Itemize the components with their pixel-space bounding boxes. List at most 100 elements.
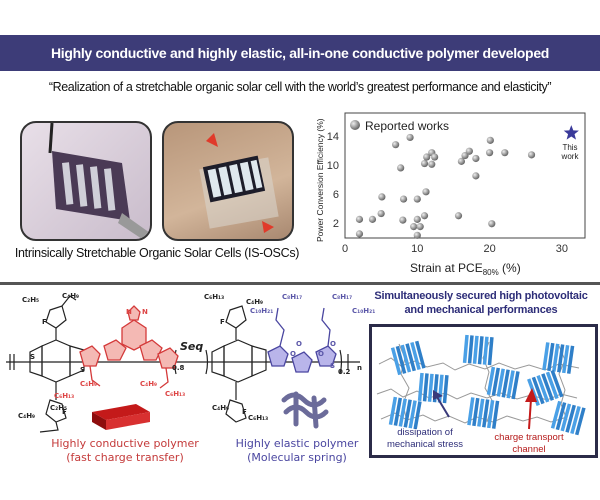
data-point-reported xyxy=(410,223,418,231)
annotation-this: This xyxy=(562,143,577,152)
chem-label: N xyxy=(142,308,148,316)
stress-arrow-icon xyxy=(433,390,450,418)
chem-label: S xyxy=(330,362,336,370)
y-tick-label: 6 xyxy=(333,189,339,201)
chem-label: C₂H₅ xyxy=(50,404,68,412)
photo-cell-on-skin xyxy=(162,121,294,241)
data-point-reported xyxy=(486,149,494,157)
data-point-reported xyxy=(431,153,439,161)
x-axis-label: Strain at PCE80% (%) xyxy=(410,261,521,277)
chem-label: N xyxy=(126,308,132,316)
legend-marker xyxy=(350,120,360,130)
y-tick-label: 14 xyxy=(327,131,339,143)
elastic-subtitle: (Molecular spring) xyxy=(247,451,347,464)
x-tick-label: 20 xyxy=(483,243,495,255)
chem-label: C₁₀H₂₁ xyxy=(250,307,274,315)
channel-label-line1: charge transport xyxy=(494,432,564,443)
conductive-subtitle: (fast charge transfer) xyxy=(66,451,184,464)
data-point-reported xyxy=(423,153,431,161)
x-tick-label: 30 xyxy=(556,243,568,255)
stretch-arrow-icon xyxy=(262,221,274,233)
photo-stretched-cell xyxy=(20,121,152,241)
data-point-reported xyxy=(422,188,430,196)
pi-stack-icon xyxy=(92,404,150,430)
chem-label: C₄H₉ xyxy=(212,404,230,412)
chem-label: C₆H₁₃ xyxy=(204,293,225,301)
morphology-title-line2: and mechanical performances xyxy=(404,304,558,316)
section-divider xyxy=(0,282,600,285)
plot-area xyxy=(344,112,586,239)
ratio-0-8: 0.8 xyxy=(172,364,185,372)
data-point-reported xyxy=(399,195,408,203)
chem-label: C₄H₉ xyxy=(62,292,80,300)
chem-label: C₈H₁₇ xyxy=(282,293,303,301)
data-point-reported xyxy=(527,151,536,159)
stress-label-line2: mechanical stress xyxy=(387,439,463,450)
annotation-work: work xyxy=(561,152,580,161)
crystal-domain-icon xyxy=(390,340,426,376)
chem-label: C₆H₁₃ xyxy=(54,392,75,400)
data-point-reported xyxy=(392,141,400,149)
chem-label: S xyxy=(30,353,36,361)
y-axis-label: Power Conversion Efficiency (%) xyxy=(315,118,325,242)
crystal-domain-icon xyxy=(486,366,520,400)
chem-label: C₄H₉ xyxy=(18,412,36,420)
y-tick-label: 10 xyxy=(327,160,339,172)
morphology-title-line1: Simultaneously secured high photovoltaic xyxy=(374,290,588,302)
chem-label: C₄H₉ xyxy=(80,380,98,388)
chem-label: F xyxy=(62,408,67,416)
elastic-title: Highly elastic polymer xyxy=(235,437,359,450)
data-point-reported xyxy=(486,136,494,144)
data-point-reported xyxy=(378,193,386,201)
data-point-reported xyxy=(355,230,364,238)
chem-label: O xyxy=(318,350,324,358)
data-point-reported xyxy=(397,164,405,172)
x-tick-label: 0 xyxy=(342,243,348,255)
crystal-domain-icon xyxy=(542,342,575,374)
chem-label: O xyxy=(296,340,302,348)
banner-title: Highly conductive and highly elastic, al… xyxy=(0,35,600,71)
data-point-reported xyxy=(377,209,385,218)
chem-label: F xyxy=(220,318,225,326)
repeat-n: n xyxy=(357,364,362,372)
data-point-reported xyxy=(428,160,436,168)
crystal-domains xyxy=(388,334,586,436)
chem-label: C₆H₁₃ xyxy=(165,390,186,398)
stretch-arrow-icon xyxy=(206,133,218,147)
conductive-title: Highly conductive polymer xyxy=(51,437,199,450)
skin-mounted-cell-image xyxy=(199,133,279,233)
molecular-spring-icon xyxy=(281,391,329,429)
morphology-title: Simultaneously secured high photovoltaic… xyxy=(362,289,600,317)
crystal-domain-icon xyxy=(388,396,422,430)
chem-label: O xyxy=(290,350,296,358)
data-point-reported xyxy=(472,172,480,180)
chem-label: C₂H₅ xyxy=(22,296,40,304)
chem-label: C₄H₉ xyxy=(140,380,158,388)
chem-label: F xyxy=(42,318,47,326)
stress-label-line1: dissipation of xyxy=(397,427,453,438)
chem-label: C₆H₁₃ xyxy=(248,414,269,422)
data-point-reported xyxy=(413,231,421,239)
chem-label: F xyxy=(242,408,247,416)
chem-label: C₄H₉ xyxy=(246,298,264,306)
polymer-structure xyxy=(6,295,360,433)
crystal-domain-icon xyxy=(467,397,500,429)
data-point-reported xyxy=(457,157,466,165)
chem-label: C₈H₁₇ xyxy=(332,293,353,301)
data-point-reported xyxy=(420,159,429,168)
data-point-reported xyxy=(413,195,421,203)
photos-caption: Intrinsically Stretchable Organic Solar … xyxy=(14,246,300,260)
data-point-reported xyxy=(488,220,496,228)
data-point-reported xyxy=(465,147,473,155)
morphology-diagram: dissipation of mechanical stress charge … xyxy=(369,324,598,458)
data-point-reported xyxy=(413,215,421,223)
data-point-reported xyxy=(501,149,509,157)
elastic-polymer-label: Highly elastic polymer (Molecular spring… xyxy=(222,437,372,465)
charge-arrow-icon xyxy=(525,388,537,430)
conductive-polymer-label: Highly conductive polymer (fast charge t… xyxy=(40,437,210,465)
y-tick-label: 2 xyxy=(333,218,339,230)
legend-label: Reported works xyxy=(365,119,449,133)
data-point-reported xyxy=(472,154,480,163)
